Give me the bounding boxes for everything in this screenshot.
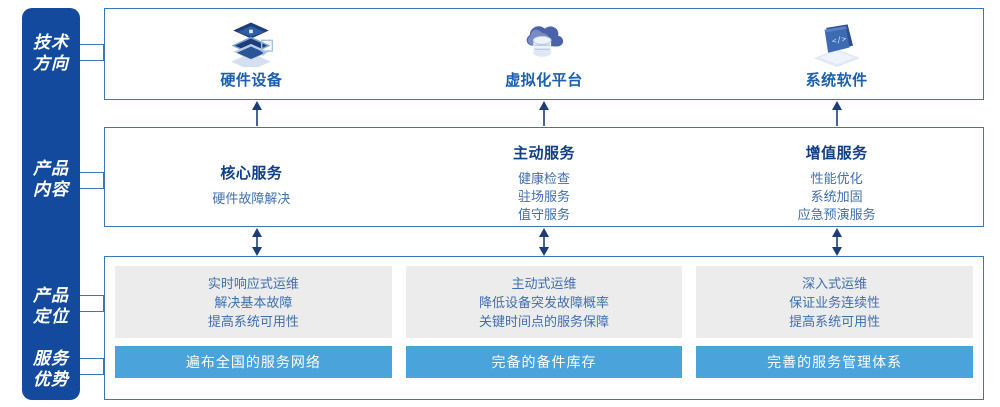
position-line: 解决基本故障 [214, 294, 293, 310]
content-column-title: 增值服务 [805, 145, 868, 162]
content-item: 性能优化 [810, 171, 863, 186]
sidebar-label-line1: 技术 [33, 33, 69, 52]
tech-item-virtualization[interactable]: 虚拟化平台 [398, 9, 691, 99]
connector-line-content-top [80, 172, 104, 174]
position-box-deep[interactable]: 深入式运维 保证业务连续性 提高系统可用性 [696, 266, 974, 338]
arrow-up-hardware [252, 101, 262, 126]
sidebar-category-bar: 技术 方向 产品 内容 产品 定位 服务 优势 [22, 8, 80, 400]
connector-line-advantage-top [80, 358, 104, 360]
cloud-database-icon [526, 25, 564, 57]
sidebar-label-line1: 产品 [33, 159, 69, 178]
sidebar-label-line1: 服务 [33, 349, 69, 368]
sidebar-label-line2: 优势 [33, 370, 69, 389]
sidebar-label-line2: 内容 [33, 180, 69, 199]
panel-position-advantage: 实时响应式运维 解决基本故障 提高系统可用性 主动式运维 降低设备突发故障概率 … [104, 256, 984, 400]
connector-vert-tech [103, 44, 105, 61]
connector-vert-content [103, 172, 105, 189]
sidebar-item-tech-direction[interactable]: 技术 方向 [22, 32, 80, 74]
connector-line-tech-bottom [80, 60, 104, 62]
position-row: 实时响应式运维 解决基本故障 提高系统可用性 主动式运维 降低设备突发故障概率 … [115, 266, 974, 338]
arrow-up-down-proactive [539, 228, 549, 256]
svg-text:</>: </> [831, 33, 847, 45]
advantage-row: 遍布全国的服务网络 完备的备件库存 完善的服务管理体系 [115, 346, 974, 378]
arrow-up-system-software [832, 101, 842, 126]
position-line: 主动式运维 [511, 275, 577, 291]
content-item: 系统加固 [810, 189, 863, 204]
advantage-box-inventory[interactable]: 完备的备件库存 [405, 346, 683, 378]
content-item: 值守服务 [518, 207, 571, 222]
connector-line-content-bottom [80, 188, 104, 190]
sidebar-item-product-content[interactable]: 产品 内容 [22, 158, 80, 200]
content-item: 驻场服务 [518, 189, 571, 204]
arrow-up-down-value-added [832, 228, 842, 256]
panel-tech-direction: 硬件设备 虚拟化平台 [104, 8, 984, 100]
tech-item-title: 硬件设备 [220, 71, 283, 89]
content-column-value-added-service[interactable]: 增值服务 性能优化 系统加固 应急预演服务 [690, 128, 983, 226]
sidebar-item-service-advantage[interactable]: 服务 优势 [22, 348, 80, 390]
laptop-code-icon: </> [813, 23, 860, 67]
content-column-proactive-service[interactable]: 主动服务 健康检查 驻场服务 值守服务 [398, 128, 691, 226]
advantage-box-network[interactable]: 遍布全国的服务网络 [115, 346, 392, 378]
connector-vert-advantage [103, 358, 105, 375]
connector-vert-position [103, 295, 105, 312]
arrow-up-down-core [252, 228, 262, 256]
position-line: 关键时间点的服务保障 [479, 313, 610, 329]
sidebar-label-line2: 方向 [33, 54, 69, 73]
content-item: 硬件故障解决 [212, 191, 291, 206]
connector-line-position-top [80, 295, 104, 297]
connector-line-tech-top [80, 44, 104, 46]
tech-item-system-software[interactable]: </> 系统软件 [690, 9, 983, 99]
tech-item-title: 系统软件 [805, 71, 868, 89]
position-line: 保证业务连续性 [789, 294, 881, 310]
connector-line-advantage-bottom [80, 374, 104, 376]
position-line: 深入式运维 [802, 275, 868, 291]
panel-product-content: 核心服务 硬件故障解决 主动服务 健康检查 驻场服务 值守服务 增值服务 性能优… [104, 127, 984, 227]
arrow-up-virtualization [539, 101, 549, 126]
content-item: 健康检查 [518, 171, 571, 186]
content-column-title: 主动服务 [513, 145, 576, 162]
server-stack-icon [231, 22, 274, 67]
position-line: 提高系统可用性 [789, 313, 881, 329]
sidebar-label-line2: 定位 [33, 307, 69, 326]
sidebar-label-line1: 产品 [33, 286, 69, 305]
position-line: 降低设备突发故障概率 [479, 294, 610, 310]
connector-line-position-bottom [80, 311, 104, 313]
content-column-title: 核心服务 [220, 165, 283, 182]
position-box-proactive[interactable]: 主动式运维 降低设备突发故障概率 关键时间点的服务保障 [405, 266, 683, 338]
sidebar-item-product-position[interactable]: 产品 定位 [22, 285, 80, 327]
content-column-core-service[interactable]: 核心服务 硬件故障解决 [105, 128, 398, 226]
tech-item-hardware[interactable]: 硬件设备 [105, 9, 398, 99]
position-line: 提高系统可用性 [207, 313, 299, 329]
tech-item-title: 虚拟化平台 [505, 71, 583, 89]
position-box-realtime[interactable]: 实时响应式运维 解决基本故障 提高系统可用性 [115, 266, 392, 338]
content-item: 应急预演服务 [797, 207, 876, 222]
advantage-box-management[interactable]: 完善的服务管理体系 [696, 346, 974, 378]
position-line: 实时响应式运维 [207, 275, 299, 291]
